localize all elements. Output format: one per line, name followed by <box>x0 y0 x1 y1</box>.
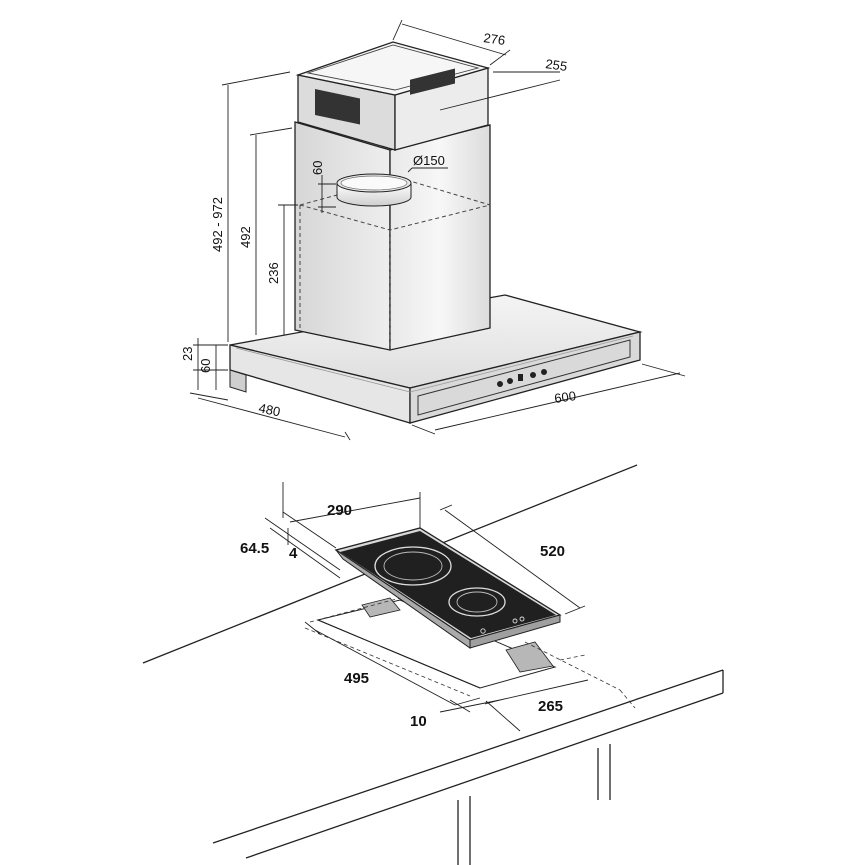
hood-control-panel <box>497 369 547 387</box>
dim-cutout-width: 265 <box>538 698 563 715</box>
cooker-hood: 276 255 Ø150 60 492 - 972 492 236 23 60 … <box>180 19 686 441</box>
cooking-zone-small <box>448 587 506 617</box>
hood-dimension-lines <box>189 19 686 441</box>
vent-grille <box>315 88 360 125</box>
dim-canopy-width: 600 <box>553 388 577 406</box>
hood-dimension-labels: 276 255 Ø150 60 492 - 972 492 236 23 60 … <box>180 30 577 419</box>
worktop <box>142 464 724 865</box>
control-indicator <box>518 374 523 381</box>
hood-canopy <box>229 294 643 424</box>
control-button[interactable] <box>530 372 536 378</box>
touch-control[interactable] <box>512 618 518 624</box>
hood-chimney <box>294 41 491 351</box>
dim-canopy-depth: 480 <box>257 400 281 419</box>
worktop-cutout <box>316 597 557 689</box>
hob-dimension-lines <box>264 482 589 732</box>
dim-lower-chimney-height: 236 <box>266 262 281 284</box>
control-button[interactable] <box>507 378 513 384</box>
dim-duct-diameter: Ø150 <box>413 153 445 168</box>
dim-total-height-range: 492 - 972 <box>210 197 225 252</box>
dim-edge-thickness: 4 <box>289 545 298 562</box>
cooking-zone-large <box>374 546 452 586</box>
domino-hob-installation: 290 520 64.5 4 495 265 10 <box>142 464 724 865</box>
touch-control[interactable] <box>480 628 486 634</box>
dim-chimney-top-depth: 276 <box>483 30 507 48</box>
dim-chimney-top-width: 255 <box>545 56 569 74</box>
dim-hob-depth: 520 <box>540 543 565 560</box>
duct-outlet <box>336 173 412 207</box>
dim-cutout-depth: 495 <box>344 670 369 687</box>
dim-canopy-front-height: 60 <box>198 359 213 373</box>
hob-dimension-labels: 290 520 64.5 4 495 265 10 <box>240 502 565 730</box>
dim-chimney-height: 492 <box>238 226 253 248</box>
dim-edge-distance: 10 <box>410 713 427 730</box>
induction-hob <box>334 527 562 649</box>
dim-canopy-height: 23 <box>180 347 195 361</box>
control-button[interactable] <box>497 381 503 387</box>
dim-glass-height: 64.5 <box>240 540 269 557</box>
control-button[interactable] <box>541 369 547 375</box>
hob-touch-controls <box>480 616 525 634</box>
dim-duct-offset: 60 <box>310 161 325 175</box>
dim-hob-width: 290 <box>327 502 352 519</box>
vent-grille <box>410 68 455 95</box>
touch-control[interactable] <box>519 616 525 622</box>
